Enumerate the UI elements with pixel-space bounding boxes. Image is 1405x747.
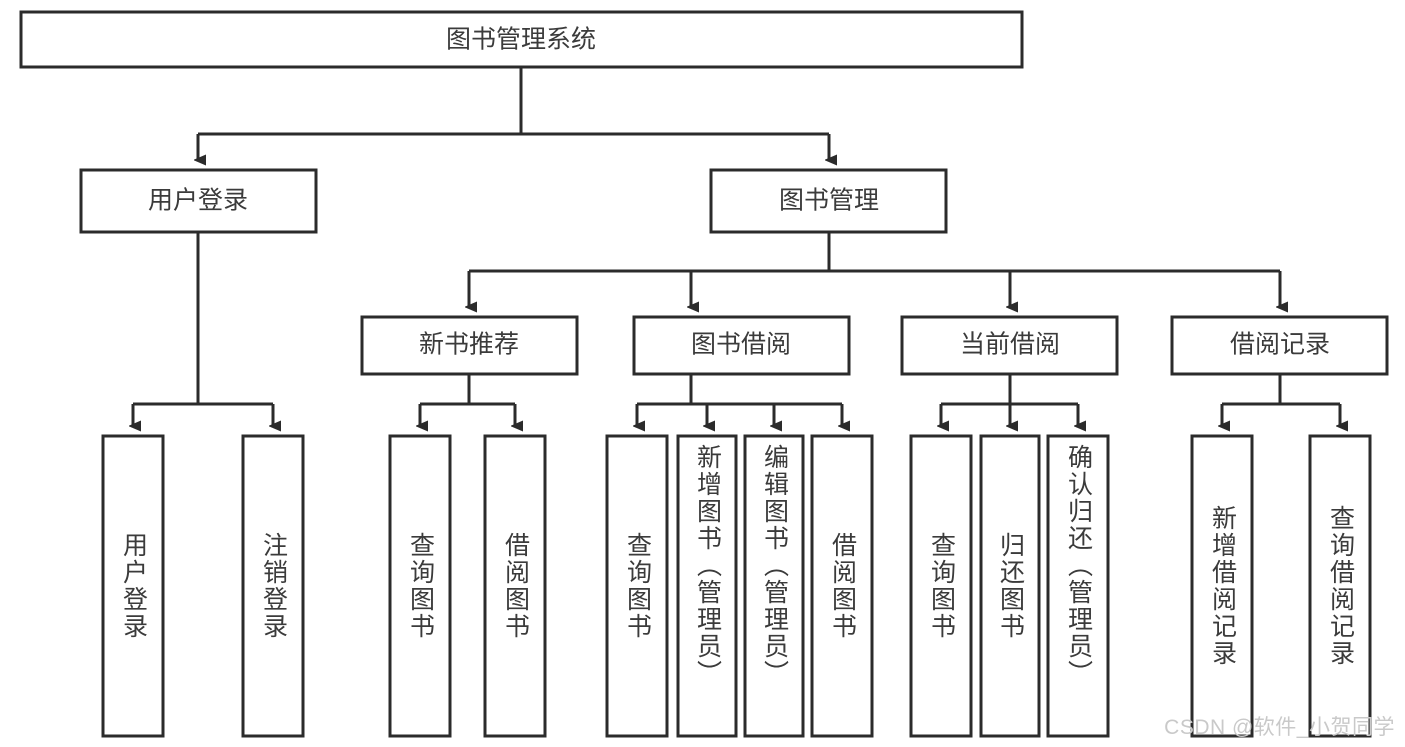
node-book-manage[interactable]: 图书管理 [709,168,948,234]
node-new-book-recommend-box[interactable] [360,315,579,376]
node-new-book-recommend-label: 新书推荐 [419,331,519,359]
leaf-borrow-book-1-label: 借阅图书 [501,532,530,640]
leaf-return-book-label: 归还图书 [996,532,1025,640]
leaf-borrow-book-1-box[interactable] [483,434,547,738]
node-root-box[interactable] [19,10,1024,69]
node-user-login-box[interactable] [79,168,318,234]
leaf-query-book-3-box[interactable] [909,434,973,738]
leaf-query-book-2-box[interactable] [605,434,669,738]
leaf-user-logout-label: 注销登录 [259,532,288,640]
leaf-user-login-box[interactable] [101,434,165,738]
leaf-borrow-book-2-label: 借阅图书 [828,532,857,640]
node-book-borrow-box[interactable] [632,315,851,376]
leaf-add-book-label: 新增图书（管理员） [693,444,722,687]
leaf-add-record-label: 新增借阅记录 [1208,505,1237,667]
node-root-label: 图书管理系统 [446,26,596,54]
node-borrow-record[interactable]: 借阅记录 [1170,315,1389,376]
connectors [133,67,1340,426]
node-root[interactable]: 图书管理系统 [19,10,1024,69]
node-user-login[interactable]: 用户登录 [79,168,318,234]
leaf-query-book-2-label: 查询图书 [623,532,652,640]
leaf-add-book-box[interactable] [676,434,738,738]
node-current-borrow-box[interactable] [900,315,1119,376]
node-book-borrow-label: 图书借阅 [691,331,791,359]
leaf-boxes [101,434,1372,738]
leaf-query-record-label: 查询借阅记录 [1326,505,1355,667]
node-new-book-recommend[interactable]: 新书推荐 [360,315,579,376]
leaf-borrow-book-2-box[interactable] [810,434,874,738]
leaf-user-logout-box[interactable] [241,434,305,738]
leaf-query-book-3-label: 查询图书 [927,532,956,640]
node-borrow-record-label: 借阅记录 [1230,331,1330,359]
leaf-return-book-box[interactable] [979,434,1041,738]
leaf-user-login-label: 用户登录 [119,532,148,640]
leaf-edit-book-box[interactable] [743,434,805,738]
node-book-borrow[interactable]: 图书借阅 [632,315,851,376]
node-current-borrow[interactable]: 当前借阅 [900,315,1119,376]
leaf-labels: 用户登录 注销登录 查询图书 借阅图书 查询图书 [119,444,1355,687]
node-book-manage-label: 图书管理 [779,187,879,215]
leaf-confirm-return-box[interactable] [1046,434,1110,738]
node-user-login-label: 用户登录 [148,187,248,215]
leaf-query-record-box[interactable] [1308,434,1372,738]
node-current-borrow-label: 当前借阅 [960,331,1060,359]
leaf-query-book-1-label: 查询图书 [406,532,435,640]
node-borrow-record-box[interactable] [1170,315,1389,376]
leaf-edit-book-label: 编辑图书（管理员） [760,444,789,687]
leaf-add-record-box[interactable] [1190,434,1254,738]
node-book-manage-box[interactable] [709,168,948,234]
leaf-query-book-1-box[interactable] [388,434,452,738]
leaf-confirm-return-label: 确认归还（管理员） [1064,444,1093,687]
